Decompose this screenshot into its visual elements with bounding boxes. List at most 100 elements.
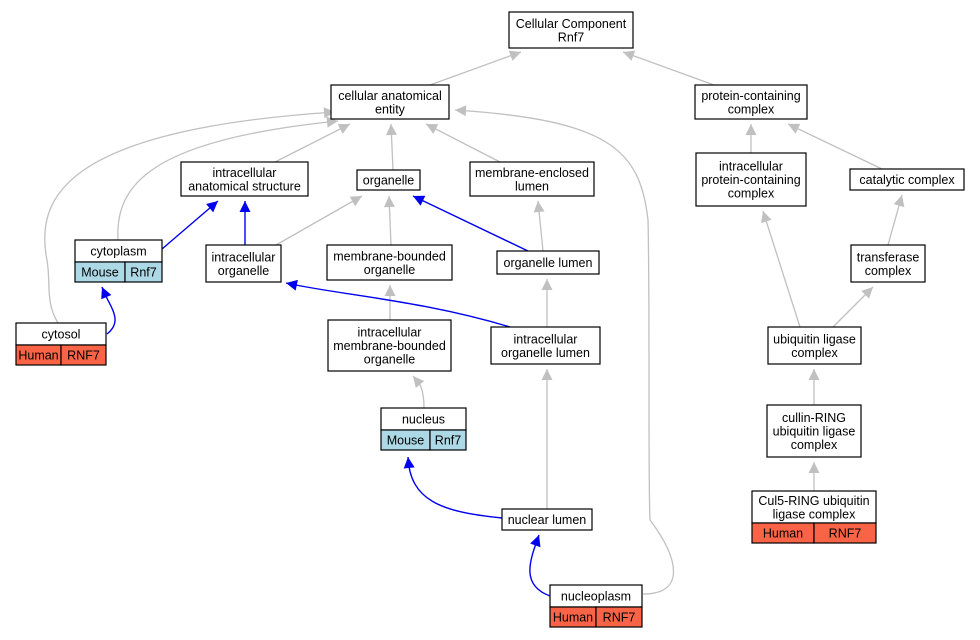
- node-organelle[interactable]: organelle: [356, 169, 421, 191]
- node-box: [490, 326, 601, 365]
- node-label: ligase complex: [773, 507, 856, 521]
- node-box: [205, 244, 282, 283]
- node-label: entity: [375, 102, 406, 116]
- arrowhead: [623, 50, 636, 61]
- edge-nlumen-to-nucleus: [403, 456, 503, 519]
- edge-nucleus-to-imbo: [412, 375, 425, 409]
- node-label: catalytic complex: [859, 173, 955, 187]
- arrowhead: [533, 201, 545, 213]
- arrowhead: [788, 123, 801, 134]
- arrowhead: [426, 124, 439, 134]
- edge-line: [161, 200, 219, 250]
- arrowhead: [541, 369, 553, 380]
- gene-label: Rnf7: [130, 266, 156, 280]
- gene-cell: [813, 522, 877, 544]
- arrowhead: [541, 279, 553, 290]
- node-label: transferase: [857, 250, 920, 264]
- edge-cytoplasm-to-ias: [161, 200, 219, 250]
- node-label: complex: [865, 264, 912, 278]
- edge-pcc-to-root: [622, 50, 715, 86]
- arrowhead: [861, 287, 873, 299]
- edge-iorg-to-ias: [239, 201, 251, 245]
- arrowhead: [323, 107, 335, 119]
- edge-olumen-to-organelle: [412, 195, 529, 252]
- edge-nlumen-to-iol: [541, 369, 553, 509]
- node-label: Cellular Component: [516, 17, 627, 31]
- node-label: protein-containing: [701, 89, 800, 103]
- edge-transferase-to-catalytic: [887, 194, 905, 246]
- edge-line: [787, 123, 883, 170]
- arrowhead: [808, 462, 820, 473]
- arrowhead: [383, 196, 395, 208]
- node-label: Cul5-RING ubiquitin: [758, 494, 869, 508]
- node-label: complex: [728, 187, 775, 201]
- edge-iol-to-olumen: [541, 279, 553, 327]
- edge-line: [274, 123, 351, 163]
- node-box: [508, 11, 634, 49]
- edge-cytosol-to-cae: [44, 107, 336, 324]
- edge-line: [44, 111, 336, 324]
- edge-cae-to-root: [429, 50, 522, 86]
- arrowhead: [413, 376, 425, 388]
- gene-cell: [124, 261, 163, 283]
- arrowhead: [508, 50, 521, 61]
- node-label: organelle: [363, 174, 414, 188]
- arrowhead: [761, 211, 772, 224]
- node-label: membrane-enclosed: [475, 166, 589, 180]
- arrowhead: [808, 369, 820, 380]
- node-label: complex: [791, 346, 838, 360]
- gene-cell: [429, 429, 467, 451]
- node-label: organelle: [364, 263, 415, 277]
- edge-imbo-to-mbo: [384, 285, 396, 320]
- node-box: [751, 490, 877, 524]
- edge-line: [454, 109, 675, 595]
- species-label: Human: [553, 611, 593, 625]
- arrowhead: [206, 201, 218, 213]
- node-catalytic[interactable]: catalytic complex: [849, 168, 965, 191]
- gene-label: RNF7: [829, 527, 862, 541]
- node-box: [767, 326, 862, 365]
- arrowhead: [326, 116, 338, 128]
- arrowhead: [893, 195, 905, 208]
- edge-line: [117, 120, 339, 241]
- node-olumen[interactable]: organelle lumen: [496, 250, 600, 275]
- node-box: [469, 161, 595, 197]
- edge-mel-to-cae: [425, 123, 501, 163]
- node-box: [327, 319, 452, 372]
- node-label: nucleoplasm: [561, 590, 631, 604]
- node-label: nucleus: [402, 413, 445, 427]
- arrowhead: [337, 124, 350, 134]
- node-label: intracellular: [514, 332, 578, 346]
- node-label: lumen: [515, 179, 549, 193]
- edge-ulc-to-transferase: [832, 286, 874, 328]
- node-label: ubiquitin ligase: [773, 332, 856, 346]
- node-nlumen[interactable]: nuclear lumen: [501, 508, 593, 531]
- edge-mbo-to-organelle: [383, 195, 395, 246]
- edge-line: [285, 282, 511, 328]
- node-box: [180, 161, 309, 197]
- node-label: organelle: [364, 353, 415, 367]
- arrowhead: [384, 285, 396, 296]
- node-label: ubiquitin ligase: [773, 425, 856, 439]
- edge-line: [429, 51, 522, 86]
